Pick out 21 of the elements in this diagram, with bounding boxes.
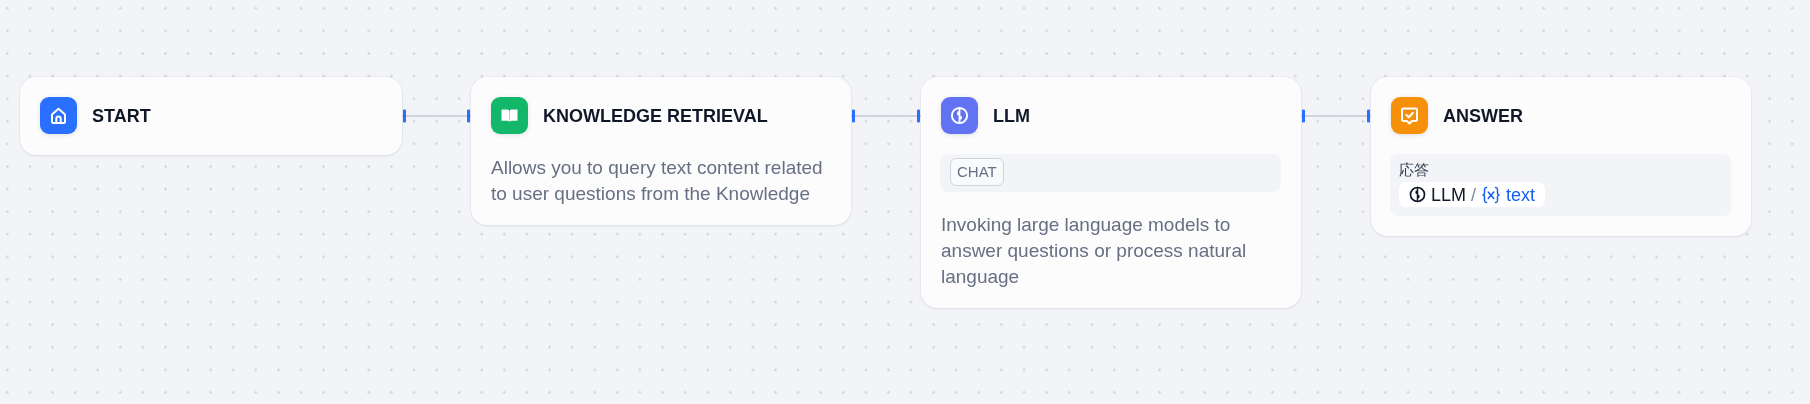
node-title: KNOWLEDGE RETRIEVAL <box>543 105 768 127</box>
field-label: 応答 <box>1399 160 1429 180</box>
node-description: Invoking large language models to answer questions or process natural language <box>941 213 1248 289</box>
node-title: ANSWER <box>1443 105 1523 127</box>
node-card <box>20 77 402 155</box>
node-card <box>1371 77 1751 236</box>
node-title: START <box>92 105 151 127</box>
model-bar <box>940 154 1281 192</box>
variable-chip <box>1399 182 1546 207</box>
separator: / <box>1471 183 1477 206</box>
connector <box>850 109 922 123</box>
node-card <box>921 77 1301 308</box>
connector <box>1300 109 1372 123</box>
variable-name: text <box>1506 183 1536 206</box>
node-description: Allows you to query text content related to user questions from the Knowledge <box>491 156 824 206</box>
tag: CHAT <box>950 158 1004 186</box>
source-name: LLM <box>1431 183 1466 206</box>
connector <box>401 109 472 123</box>
node-title: LLM <box>993 105 1030 127</box>
node-card <box>471 77 851 225</box>
variable-panel <box>1390 154 1731 216</box>
